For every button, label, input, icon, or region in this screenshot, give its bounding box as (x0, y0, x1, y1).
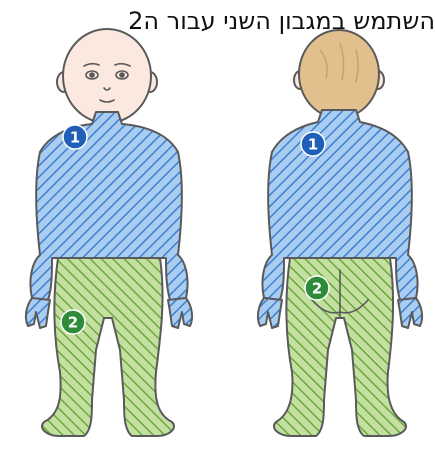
back-right-hand (398, 298, 422, 328)
back-head-hair (299, 30, 379, 118)
back-zone-1-badge: 1 (301, 132, 325, 156)
back-zone-2-badge: 2 (305, 276, 329, 300)
front-zone-2-badge: 2 (61, 310, 85, 334)
front-left-hand (26, 298, 50, 328)
front-right-hand (168, 298, 192, 328)
front-zone-1-label: 1 (70, 129, 80, 147)
front-zone-2-lower-body (42, 258, 174, 436)
back-zone-1-label: 1 (308, 136, 318, 154)
front-zone-1-badge: 1 (63, 125, 87, 149)
back-left-hand (258, 298, 282, 328)
caption: השתמש במגבון השני עבור ה2 (0, 2, 435, 42)
back-zone-2-label: 2 (312, 280, 322, 298)
baby-back-view: 1 2 (258, 30, 422, 436)
baby-front-view: 1 2 (26, 29, 192, 436)
front-zone-2-label: 2 (68, 314, 78, 332)
front-head (63, 29, 151, 123)
